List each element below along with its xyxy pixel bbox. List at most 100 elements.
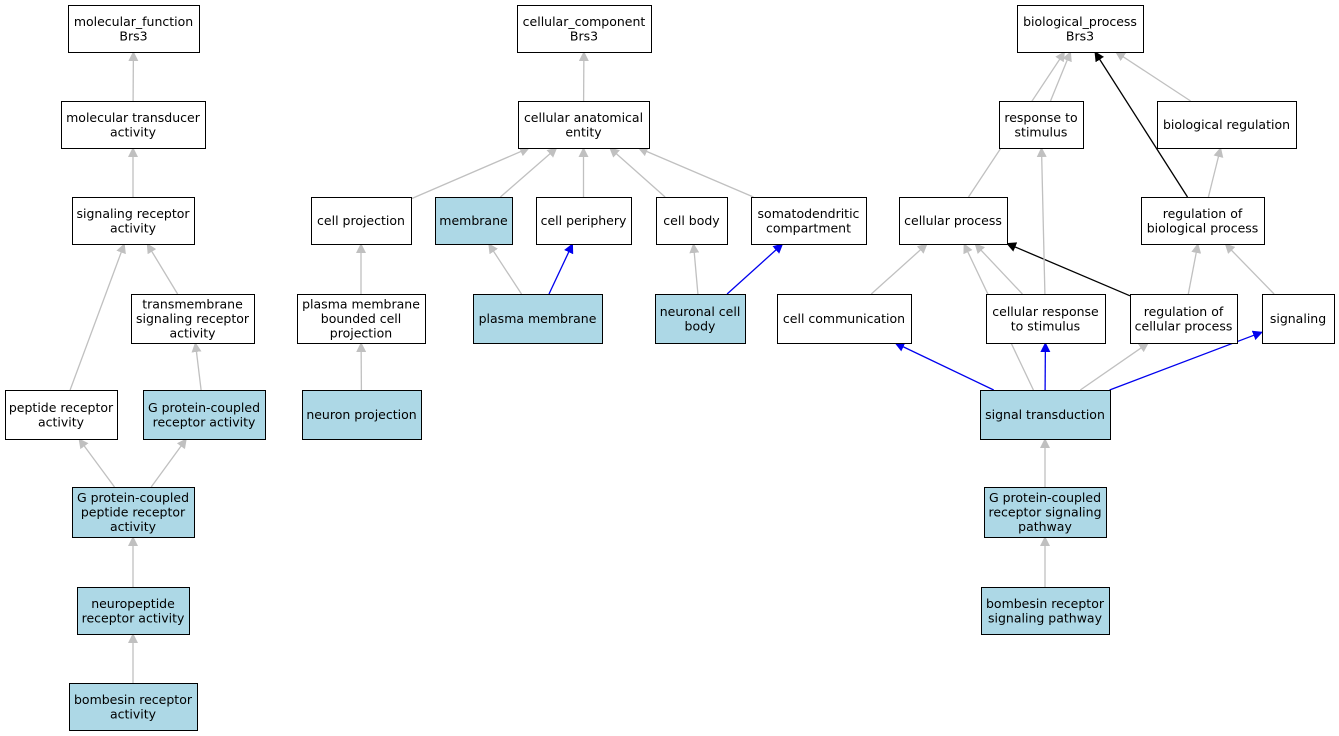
go-term-node-cbody[interactable]: cell body xyxy=(656,197,728,245)
node-box xyxy=(656,197,728,245)
edge-line xyxy=(1006,242,1131,297)
node-box xyxy=(72,197,195,245)
go-term-node-cproc[interactable]: cellular process xyxy=(899,197,1008,245)
edge-rbp-to-bp xyxy=(1094,51,1189,198)
node-label: cell periphery xyxy=(541,213,627,228)
node-label: cellular process xyxy=(1135,318,1233,333)
edge-rcp-to-rbp xyxy=(1187,243,1202,295)
edge-line xyxy=(1207,147,1224,198)
node-label: G protein-coupled xyxy=(989,490,1101,505)
node-label: projection xyxy=(330,326,392,341)
node-box xyxy=(1157,101,1297,149)
node-box xyxy=(517,5,652,53)
node-box xyxy=(297,294,426,344)
node-label: G protein-coupled xyxy=(148,400,260,415)
node-label: bombesin receptor xyxy=(986,596,1105,611)
go-term-node-ccomm[interactable]: cell communication xyxy=(777,294,912,344)
node-label: Brs3 xyxy=(1066,28,1094,43)
node-label: molecular transducer xyxy=(66,110,201,125)
node-box xyxy=(435,197,513,245)
edge-line xyxy=(894,342,994,391)
node-box xyxy=(999,101,1084,149)
node-label: signaling xyxy=(1270,311,1326,326)
go-term-node-pm[interactable]: plasma membrane xyxy=(473,294,603,344)
edge-line xyxy=(146,243,179,295)
node-label: peptide receptor xyxy=(81,505,186,520)
edge-line xyxy=(870,243,928,295)
edge-pra-to-sra xyxy=(69,243,126,391)
node-box xyxy=(1262,294,1335,344)
node-label: receptor signaling xyxy=(988,505,1101,520)
edge-sdc-to-cae xyxy=(637,146,754,198)
node-label: activity xyxy=(169,326,216,341)
node-label: activity xyxy=(110,519,157,534)
go-term-node-nproj[interactable]: neuron projection xyxy=(302,390,422,440)
node-label: compartment xyxy=(766,220,851,235)
node-box xyxy=(518,101,650,149)
edge-ncb-to-sdc xyxy=(726,243,784,295)
node-label: signaling receptor xyxy=(76,206,190,221)
edge-line xyxy=(1036,147,1047,295)
edge-rts-to-bp xyxy=(1049,51,1072,102)
node-label: membrane xyxy=(439,213,508,228)
edge-crts-to-cproc xyxy=(974,243,1023,295)
node-label: peptide receptor xyxy=(9,400,114,415)
edge-crts-to-rts xyxy=(1036,147,1047,295)
node-label: entity xyxy=(565,124,602,139)
node-label: plasma membrane xyxy=(302,297,420,312)
edge-line xyxy=(1115,51,1191,102)
go-term-node-cperi[interactable]: cell periphery xyxy=(536,197,632,245)
node-box xyxy=(981,587,1110,635)
edge-line xyxy=(150,438,187,488)
go-term-node-breg[interactable]: biological regulation xyxy=(1157,101,1297,149)
edge-gpcpra-to-pra xyxy=(78,438,116,488)
go-term-node-sig[interactable]: signaling xyxy=(1262,294,1335,344)
node-label: bounded cell xyxy=(321,311,401,326)
edge-st-to-sig xyxy=(1109,330,1263,391)
go-term-node-memb[interactable]: membrane xyxy=(435,197,513,245)
node-box xyxy=(536,197,632,245)
node-label: regulation of xyxy=(1163,206,1243,221)
node-label: Brs3 xyxy=(570,28,598,43)
node-box xyxy=(69,683,198,731)
edge-line xyxy=(1109,330,1263,391)
node-label: cellular process xyxy=(904,213,1002,228)
go-term-node-cproj[interactable]: cell projection xyxy=(311,197,412,245)
edge-st-to-rcp xyxy=(1079,342,1150,391)
go-term-node-st[interactable]: signal transduction xyxy=(980,390,1111,440)
node-label: activity xyxy=(38,414,85,429)
edge-line xyxy=(1049,51,1072,102)
node-box xyxy=(1017,5,1144,53)
edge-line xyxy=(1224,243,1275,295)
edge-gpcpra-to-gpcra xyxy=(150,438,187,488)
node-label: signaling pathway xyxy=(988,610,1103,625)
node-box xyxy=(751,197,867,245)
edge-line xyxy=(689,243,700,295)
edge-tsra-to-sra xyxy=(146,243,179,295)
node-box xyxy=(984,487,1107,538)
edge-cbody-to-cae xyxy=(609,147,666,198)
edge-rbp-to-breg xyxy=(1207,147,1224,198)
